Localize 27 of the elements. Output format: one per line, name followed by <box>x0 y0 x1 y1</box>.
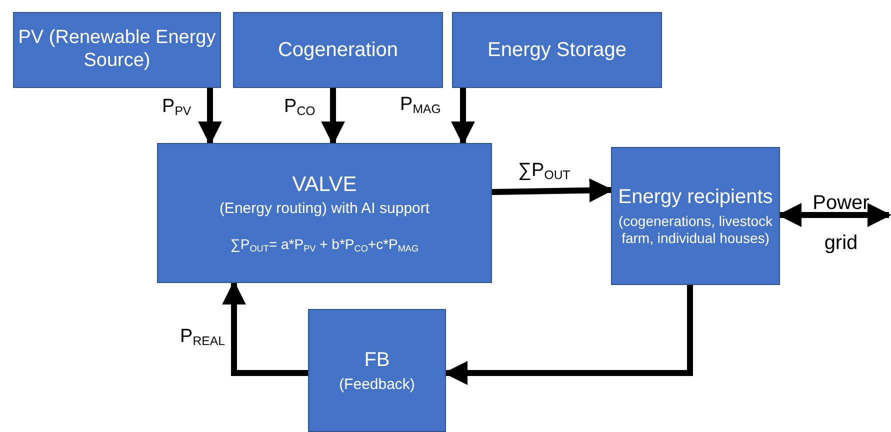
arrow <box>222 280 308 376</box>
edge-label: P$_{PV}$ <box>162 96 192 119</box>
node-title: PV (Renewable Energy Source) <box>18 27 216 73</box>
edge-label: P$_{CO}$ <box>284 96 316 119</box>
arrow <box>198 88 222 146</box>
node-title: Energy Storage <box>488 38 626 62</box>
process-box <box>13 12 221 88</box>
process-box <box>233 12 443 88</box>
edge-label: P$_{REAL}$ <box>180 326 225 349</box>
node-title: Cogeneration <box>278 38 398 62</box>
arrow <box>492 178 614 202</box>
node-description: (Feedback) <box>339 376 415 394</box>
node-title: Energy recipients <box>618 185 773 210</box>
process-box <box>452 12 662 88</box>
node-description: (Energy routing) with AI support <box>219 200 430 218</box>
process-box <box>308 309 446 432</box>
edge-label: P$_{MAG}$ <box>400 94 441 117</box>
node-description: (cogenerations, livestock farm, individual houses) <box>617 213 774 247</box>
node-title: VALVE <box>292 172 357 198</box>
arrow <box>321 88 345 146</box>
edge-label: ∑P$_{OUT}$ <box>518 160 570 183</box>
node-title: FB <box>364 348 390 372</box>
process-box <box>157 143 492 283</box>
arrow <box>451 88 475 146</box>
edge-label: Power grid <box>812 191 870 256</box>
formula-text: ∑P$_{OUT}$= a*P$_{PV}$ + b*P$_{CO}$+c*P$_{MAG}$ <box>230 236 419 254</box>
process-box <box>611 147 780 285</box>
